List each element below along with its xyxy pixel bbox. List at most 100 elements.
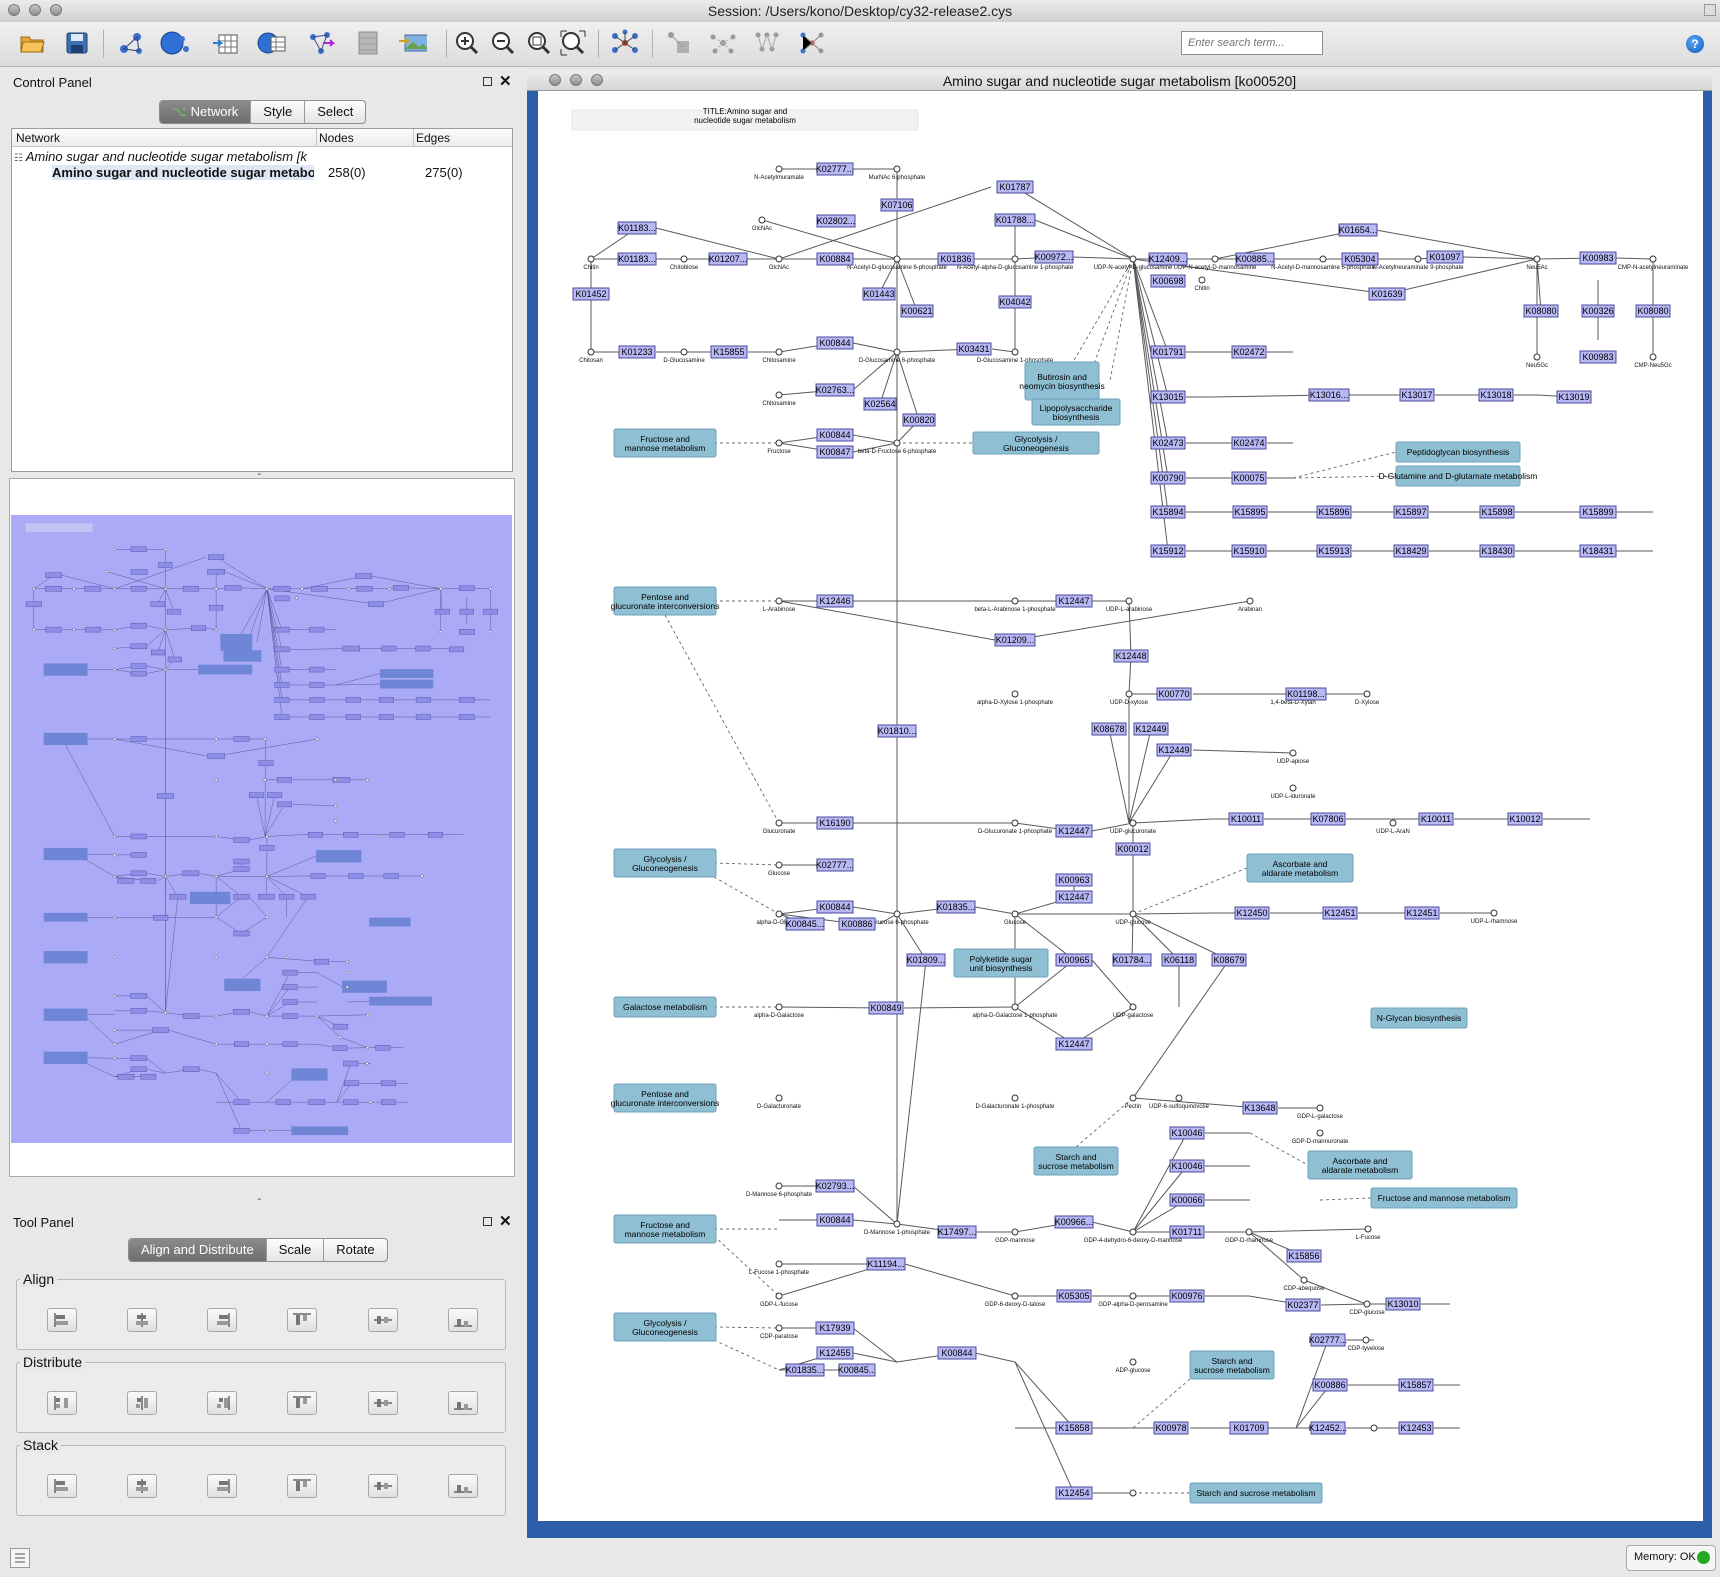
ko-gene-node[interactable]: K01209... (994, 633, 1036, 647)
pathway-map-node[interactable]: Starch and sucrose metabolism (1189, 1482, 1323, 1504)
ko-gene-node[interactable]: K08678 (1091, 722, 1127, 736)
tab-style[interactable]: Style (251, 101, 306, 123)
compound-node[interactable]: UDP-L-arabinose (1106, 597, 1153, 613)
reaction-edge[interactable] (1132, 258, 1169, 513)
reaction-edge[interactable] (904, 1263, 1016, 1297)
network-analysis-button[interactable] (610, 28, 640, 58)
ko-gene-node[interactable]: K00978 (1153, 1421, 1189, 1435)
ko-gene-node[interactable]: K00886 (838, 917, 876, 931)
compound-node[interactable]: Chitosamine (762, 348, 796, 364)
ko-gene-node[interactable]: K10011 (1228, 812, 1264, 826)
map-link-edge[interactable] (713, 876, 780, 915)
ko-gene-node[interactable]: K12450 (1234, 906, 1270, 920)
ko-gene-node[interactable]: K05305 (1056, 1289, 1092, 1303)
reaction-edge[interactable] (1072, 256, 1134, 260)
reaction-edge[interactable] (761, 219, 898, 260)
map-link-edge[interactable] (713, 1326, 780, 1329)
compound-node[interactable]: beta-L-Arabinose 1-phosphate (974, 597, 1056, 613)
task-history-button[interactable] (10, 1548, 30, 1568)
ko-gene-node[interactable]: K00820 (902, 413, 936, 427)
ko-gene-node[interactable]: K00844 (816, 1213, 854, 1227)
reaction-edge[interactable] (991, 348, 1016, 353)
align-left-button[interactable] (47, 1308, 77, 1332)
tab-select[interactable]: Select (317, 104, 354, 119)
ko-gene-node[interactable]: K01443 (862, 287, 896, 301)
ko-gene-node[interactable]: K00698 (1150, 274, 1186, 288)
compound-node[interactable]: GDP-D-mannuronate (1292, 1129, 1349, 1145)
pathway-map-node[interactable]: Glycolysis /Gluconeogenesis (613, 1312, 717, 1342)
align-right-button[interactable] (207, 1308, 237, 1332)
reaction-edge[interactable] (1091, 822, 1134, 832)
reaction-edge[interactable] (1303, 1279, 1367, 1305)
ko-gene-node[interactable]: K12447 (1055, 594, 1093, 608)
reaction-edge[interactable] (1128, 728, 1152, 824)
ko-gene-node[interactable]: K02777... (816, 858, 855, 872)
ko-gene-node[interactable]: K01809... (906, 953, 946, 967)
ko-gene-node[interactable]: K02763... (815, 383, 855, 397)
reaction-edge[interactable] (1128, 600, 1132, 657)
import-table-file-button[interactable] (210, 28, 240, 58)
compound-node[interactable]: L-Fucose 1-phosphate (749, 1260, 810, 1276)
reaction-edge[interactable] (1248, 1228, 1368, 1233)
reaction-edge[interactable] (778, 186, 992, 260)
ko-gene-node[interactable]: K02802... (816, 214, 856, 228)
compound-node[interactable]: D-Mannose 1-phosphate (864, 1220, 931, 1236)
ko-gene-node[interactable]: K00066 (1169, 1193, 1205, 1207)
map-link-edge[interactable] (1249, 1132, 1309, 1166)
ko-gene-node[interactable]: K01198... (1285, 687, 1327, 701)
map-link-edge[interactable] (1075, 1097, 1134, 1148)
ko-gene-node[interactable]: K00075 (1231, 471, 1267, 485)
compound-node[interactable]: UDP-apiose (1277, 749, 1310, 765)
compound-node[interactable]: UDP-glucuronate (1110, 819, 1157, 835)
map-link-edge[interactable] (713, 862, 780, 866)
align-center-button[interactable] (127, 1308, 157, 1332)
ko-gene-node[interactable]: K12451 (1404, 906, 1440, 920)
ko-gene-node[interactable]: K08679 (1211, 953, 1247, 967)
ko-gene-node[interactable]: K00770 (1156, 687, 1192, 701)
map-link-edge[interactable] (1132, 867, 1248, 915)
ko-gene-node[interactable]: K12455 (816, 1346, 854, 1360)
ko-gene-node[interactable]: K10012 (1507, 812, 1543, 826)
window-resize-button[interactable] (1704, 4, 1716, 16)
ko-gene-node[interactable]: K12453 (1398, 1421, 1434, 1435)
reaction-edge[interactable] (1014, 959, 1075, 1008)
compound-node[interactable] (1129, 1489, 1137, 1497)
compound-node[interactable]: UDP-D-xylose (1110, 690, 1149, 706)
ko-gene-node[interactable]: K01233 (618, 345, 656, 359)
ko-gene-node[interactable]: K00844 (816, 900, 854, 914)
export-network-button[interactable] (306, 28, 336, 58)
compound-node[interactable]: UDP-L-rhamnose (1471, 909, 1518, 925)
reaction-edge[interactable] (1034, 219, 1134, 260)
ko-gene-node[interactable]: K13017 (1399, 388, 1435, 402)
ko-gene-node[interactable]: K02472 (1231, 345, 1267, 359)
map-link-edge[interactable] (713, 1339, 780, 1371)
ko-gene-node[interactable]: K00845... (838, 1363, 877, 1377)
compound-node[interactable]: N-Acetylneuraminate 9-phosphate (1372, 255, 1464, 271)
zoom-in-button[interactable] (452, 28, 482, 58)
reaction-edge[interactable] (1536, 258, 1542, 312)
ko-gene-node[interactable]: K00012 (1115, 842, 1151, 856)
compound-node[interactable]: MurNAc 6-phosphate (869, 165, 926, 181)
import-table-url-button[interactable] (257, 28, 287, 58)
ko-gene-node[interactable]: K15899 (1579, 505, 1617, 519)
ko-gene-node[interactable]: K01207... (708, 252, 748, 266)
ko-gene-node[interactable]: K13648 (1242, 1101, 1278, 1115)
reaction-edge[interactable] (903, 1006, 1016, 1009)
distribute-bottom-button[interactable] (448, 1391, 478, 1415)
compound-node[interactable]: N-Acetyl-alpha-D-glucosamine 1-phosphate (957, 255, 1074, 271)
align-middle-button[interactable] (368, 1308, 398, 1332)
float-panel-button[interactable] (483, 77, 492, 86)
align-top-button[interactable] (287, 1308, 317, 1332)
ko-gene-node[interactable]: K05304 (1341, 252, 1379, 266)
import-network-url-button[interactable] (160, 28, 190, 58)
ko-gene-node[interactable]: K01183... (617, 252, 657, 266)
ko-gene-node[interactable]: K01654... (1338, 223, 1378, 237)
reaction-edge[interactable] (1132, 818, 1213, 824)
align-bottom-button[interactable] (448, 1308, 478, 1332)
reaction-edge[interactable] (852, 906, 898, 915)
column-network[interactable]: Network (16, 131, 61, 145)
compound-node[interactable]: UDP-glucose (1115, 910, 1151, 926)
compound-node[interactable]: Glucose (1004, 910, 1027, 926)
collection-row[interactable]: ☷ Amino sugar and nucleotide sugar metab… (14, 149, 307, 164)
